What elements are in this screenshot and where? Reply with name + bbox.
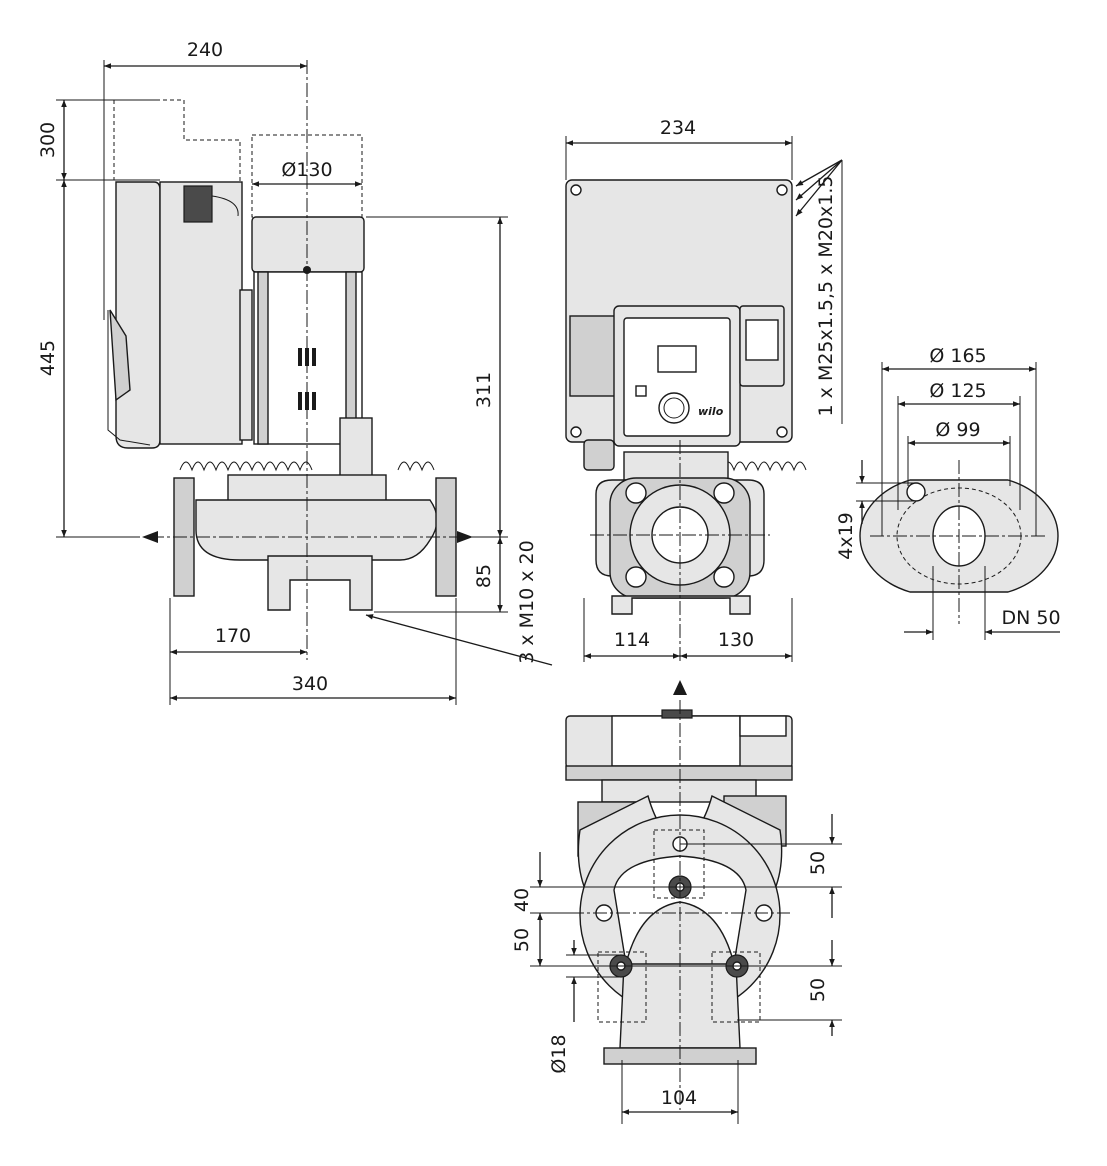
label-234: 234 — [660, 117, 696, 139]
view-direction-arrow — [673, 680, 687, 695]
control-panel — [623, 317, 731, 437]
module-housing — [159, 181, 243, 445]
display-screen — [657, 345, 697, 373]
flange-hole-br — [713, 566, 735, 588]
cable-entry — [583, 439, 615, 471]
operating-knob — [658, 392, 690, 424]
flange-hole-bl — [625, 566, 647, 588]
gland-leader-3 — [795, 159, 843, 217]
screw-top-right — [776, 184, 788, 196]
side-view: 240 300 445 Ø130 311 85 170 340 3 x M10 … — [37, 39, 553, 705]
front-foot — [611, 595, 751, 615]
flange-hole-tl — [625, 482, 647, 504]
label-114: 114 — [614, 629, 650, 651]
label-130: 130 — [718, 629, 754, 651]
plan-module-base — [565, 765, 793, 781]
label-40: 40 — [511, 888, 533, 912]
module-clip — [107, 310, 151, 446]
brand-logo: wilo — [698, 405, 724, 418]
motor-fin-left — [257, 271, 269, 445]
label-340: 340 — [292, 673, 328, 695]
screw-top-left — [570, 184, 582, 196]
label-holes: 4x19 — [835, 512, 857, 560]
label-18-dia: Ø18 — [548, 1034, 570, 1073]
gland-leader-2 — [795, 159, 843, 201]
label-104: 104 — [661, 1087, 697, 1109]
front-view: wilo 234 114 130 1 x M25x1.5,5 x M20x — [565, 117, 843, 695]
module-bracket — [239, 289, 253, 441]
screw-bottom-left — [570, 426, 582, 438]
label-240: 240 — [187, 39, 223, 61]
side-panel-left — [569, 315, 617, 397]
label-dia-165: Ø 165 — [929, 345, 986, 367]
motor-terminal-box — [339, 417, 373, 481]
label-bolt-note: 3 x M10 x 20 — [516, 540, 538, 663]
plan-lantern — [601, 779, 757, 803]
plan-dash-right — [711, 951, 761, 1023]
electronics-module — [115, 181, 161, 449]
motor-fan-cover — [251, 216, 365, 273]
side-flow-arrow-left — [142, 531, 158, 543]
button-icon — [635, 385, 647, 397]
plan-module-cover — [611, 715, 741, 767]
label-50-top: 50 — [807, 851, 829, 875]
label-nominal: DN 50 — [1001, 607, 1060, 629]
plan-module-tab — [739, 715, 787, 737]
label-170: 170 — [215, 625, 251, 647]
label-50-left: 50 — [511, 928, 533, 952]
label-311: 311 — [473, 372, 495, 408]
bolt-leader — [365, 614, 553, 666]
pump-volute — [195, 499, 438, 561]
bottom-view: 50 40 50 50 Ø18 104 — [511, 700, 842, 1124]
label-300: 300 — [37, 122, 59, 158]
plan-dash-top — [653, 829, 705, 899]
label-cable-note: 1 x M25x1.5,5 x M20x1.5 — [815, 176, 837, 417]
flange-view: Ø 165 Ø 125 Ø 99 4x19 DN 50 — [835, 345, 1061, 640]
gland-leader-1 — [795, 159, 843, 187]
label-50-right: 50 — [807, 978, 829, 1002]
screw-bottom-right — [776, 426, 788, 438]
side-flow-arrow-right — [457, 531, 473, 543]
module-handle — [109, 309, 131, 402]
plan-dash-left — [597, 951, 647, 1023]
front-lantern — [623, 451, 729, 481]
cable-glands — [183, 185, 213, 223]
extension-window — [745, 319, 779, 361]
plan-module-cap — [661, 709, 693, 719]
coiled-cable-right — [397, 461, 435, 472]
label-dia-99: Ø 99 — [935, 419, 980, 441]
pump-foot — [267, 555, 373, 611]
label-445: 445 — [37, 340, 59, 376]
knob-inner — [663, 397, 685, 419]
label-130-dia: Ø130 — [281, 159, 332, 181]
coiled-cable-left — [179, 461, 313, 472]
cable-gland-curve — [211, 195, 239, 217]
flange-hole-tr — [713, 482, 735, 504]
label-dia-125: Ø 125 — [929, 380, 986, 402]
label-85: 85 — [473, 564, 495, 588]
bolt-hole — [906, 482, 926, 502]
